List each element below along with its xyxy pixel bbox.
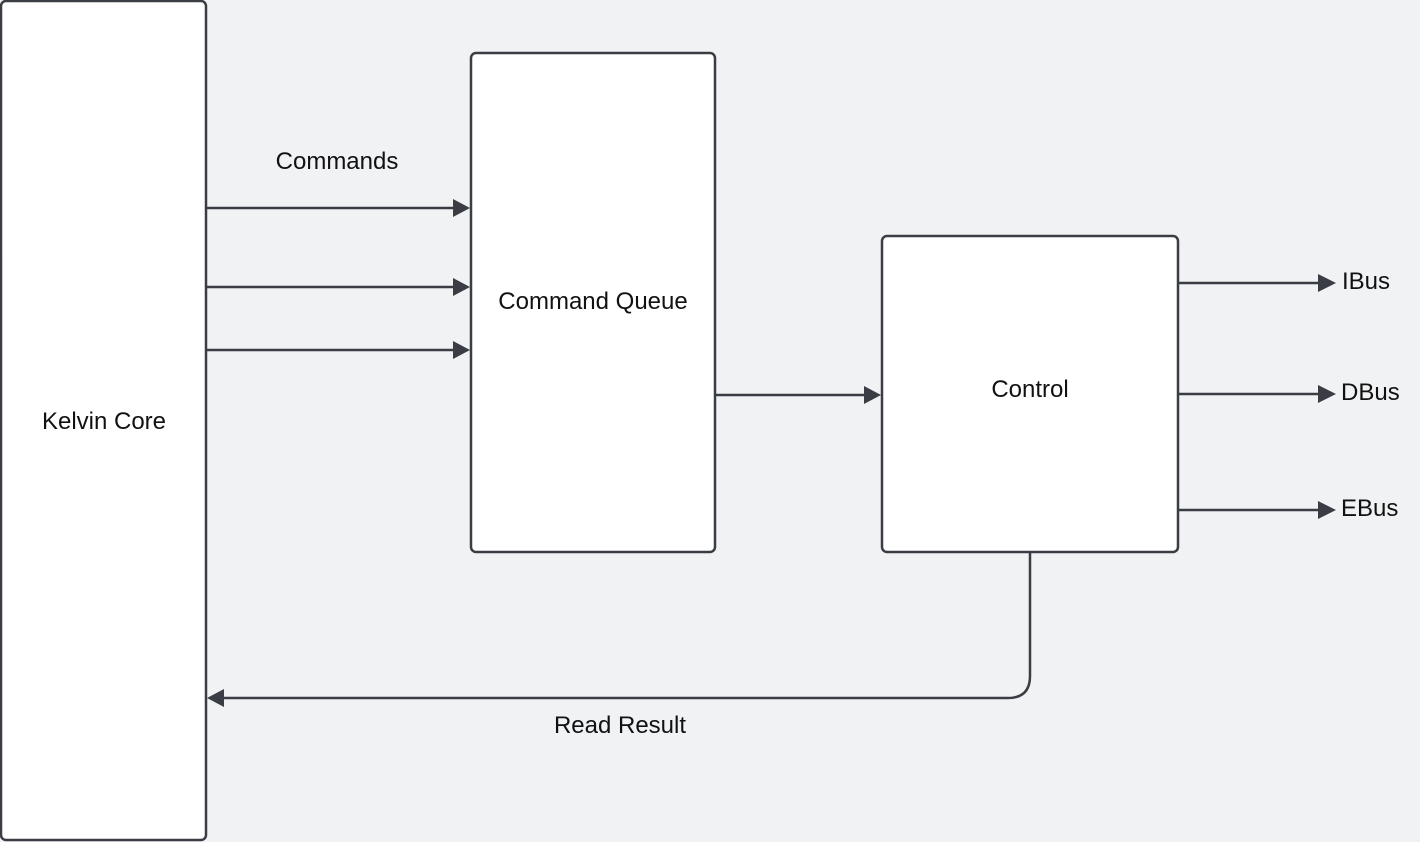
read-result-path — [222, 552, 1032, 700]
read-result-head — [207, 689, 224, 707]
read-result-label: Read Result — [554, 712, 686, 739]
queue-to-control-head — [864, 386, 881, 404]
command-queue-label: Command Queue — [498, 288, 687, 315]
command-arrow-2-head — [453, 278, 470, 296]
ebus-arrow-head — [1318, 501, 1336, 519]
ibus-label: IBus — [1342, 268, 1390, 295]
dbus-arrow-head — [1318, 385, 1336, 403]
ebus-label: EBus — [1341, 495, 1398, 522]
dbus-label: DBus — [1341, 379, 1400, 406]
command-queue-box — [469, 51, 717, 554]
ibus-arrow-head — [1318, 274, 1336, 292]
commands-label: Commands — [276, 148, 399, 175]
command-arrow-1-head — [453, 199, 470, 217]
command-arrow-3-head — [453, 341, 470, 359]
kelvin-core-box — [0, 0, 208, 842]
control-label: Control — [991, 376, 1068, 403]
kelvin-core-label: Kelvin Core — [42, 408, 166, 435]
